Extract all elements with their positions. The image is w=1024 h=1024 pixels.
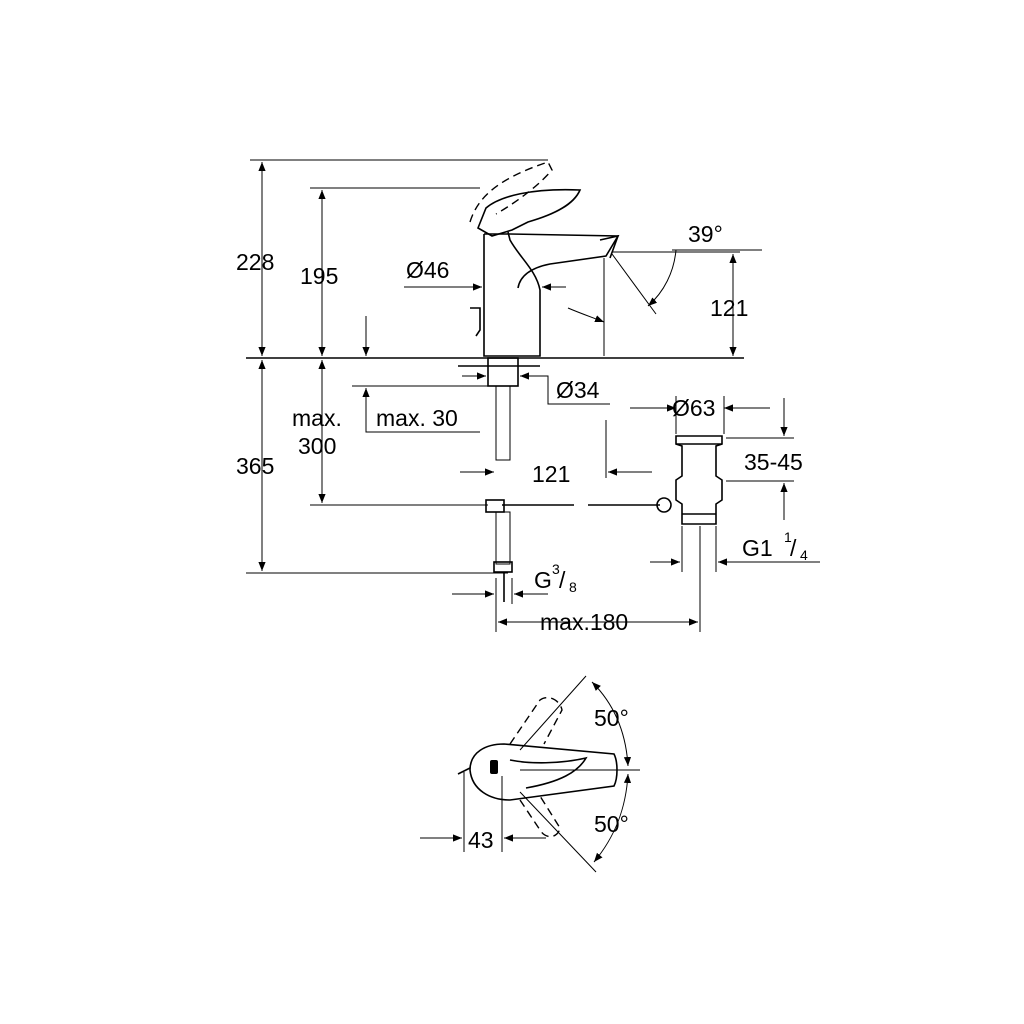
label-g38-main: G (534, 567, 552, 593)
top-lever-swing-up (509, 696, 563, 745)
angle-39-arc (647, 249, 677, 307)
label-365: 365 (236, 453, 274, 479)
label-d34: Ø34 (556, 377, 600, 403)
angle-39-arc-lower (567, 307, 605, 323)
waste-pivot (656, 497, 672, 513)
label-g38-slash: / (559, 567, 566, 593)
hose-valve (485, 499, 505, 513)
top-popup-rod (457, 767, 471, 775)
shank-nut (487, 357, 519, 387)
swing-up-ext (519, 675, 587, 751)
label-g114-denominator: 4 (800, 547, 808, 563)
label-35-45: 35-45 (744, 449, 803, 475)
swing-down-arc (593, 773, 632, 863)
label-228: 228 (236, 249, 274, 275)
label-g114-slash: / (790, 535, 797, 561)
faucet-body (483, 231, 541, 357)
label-max30: max. 30 (376, 405, 458, 431)
lever-open-position (469, 161, 553, 223)
faucet-spout (484, 233, 620, 289)
label-g114-numerator: 1 (784, 529, 792, 545)
label-max300-line2: 300 (298, 433, 336, 459)
label-swing-down: 50° (594, 811, 629, 837)
swing-down-ext (519, 791, 597, 873)
waste-body (675, 435, 723, 525)
spout-outlet-edge (599, 234, 620, 259)
faucet-lever (476, 188, 582, 237)
top-indicator (490, 760, 498, 774)
side-view: 228 195 Ø46 39° 121 Ø34 max. 300 max. 30… (236, 159, 820, 635)
hose-nut (493, 561, 513, 573)
label-g38-denominator: 8 (569, 579, 577, 595)
label-195: 195 (300, 263, 338, 289)
label-swing-up: 50° (594, 705, 629, 731)
label-39-deg: 39° (688, 221, 723, 247)
hose-lower (495, 511, 511, 565)
label-max180: max.180 (540, 609, 628, 635)
label-d63: Ø63 (672, 395, 715, 421)
label-43: 43 (468, 827, 494, 853)
label-g114-main: G1 (742, 535, 773, 561)
dim-max30-leader (365, 404, 480, 433)
top-lever-swing-down (519, 795, 561, 838)
label-121-height: 121 (710, 295, 748, 321)
label-g38-numerator: 3 (552, 561, 560, 577)
label-d46: Ø46 (406, 257, 449, 283)
label-121-reach: 121 (532, 461, 570, 487)
hose-upper (495, 385, 511, 461)
dim-d34-leader (540, 375, 610, 405)
top-lever-inner (509, 756, 588, 789)
label-max300-line1: max. (292, 405, 342, 431)
swing-up-arc (591, 681, 632, 767)
top-view: 50° 50° 43 (420, 675, 640, 873)
popup-rod (470, 307, 481, 337)
